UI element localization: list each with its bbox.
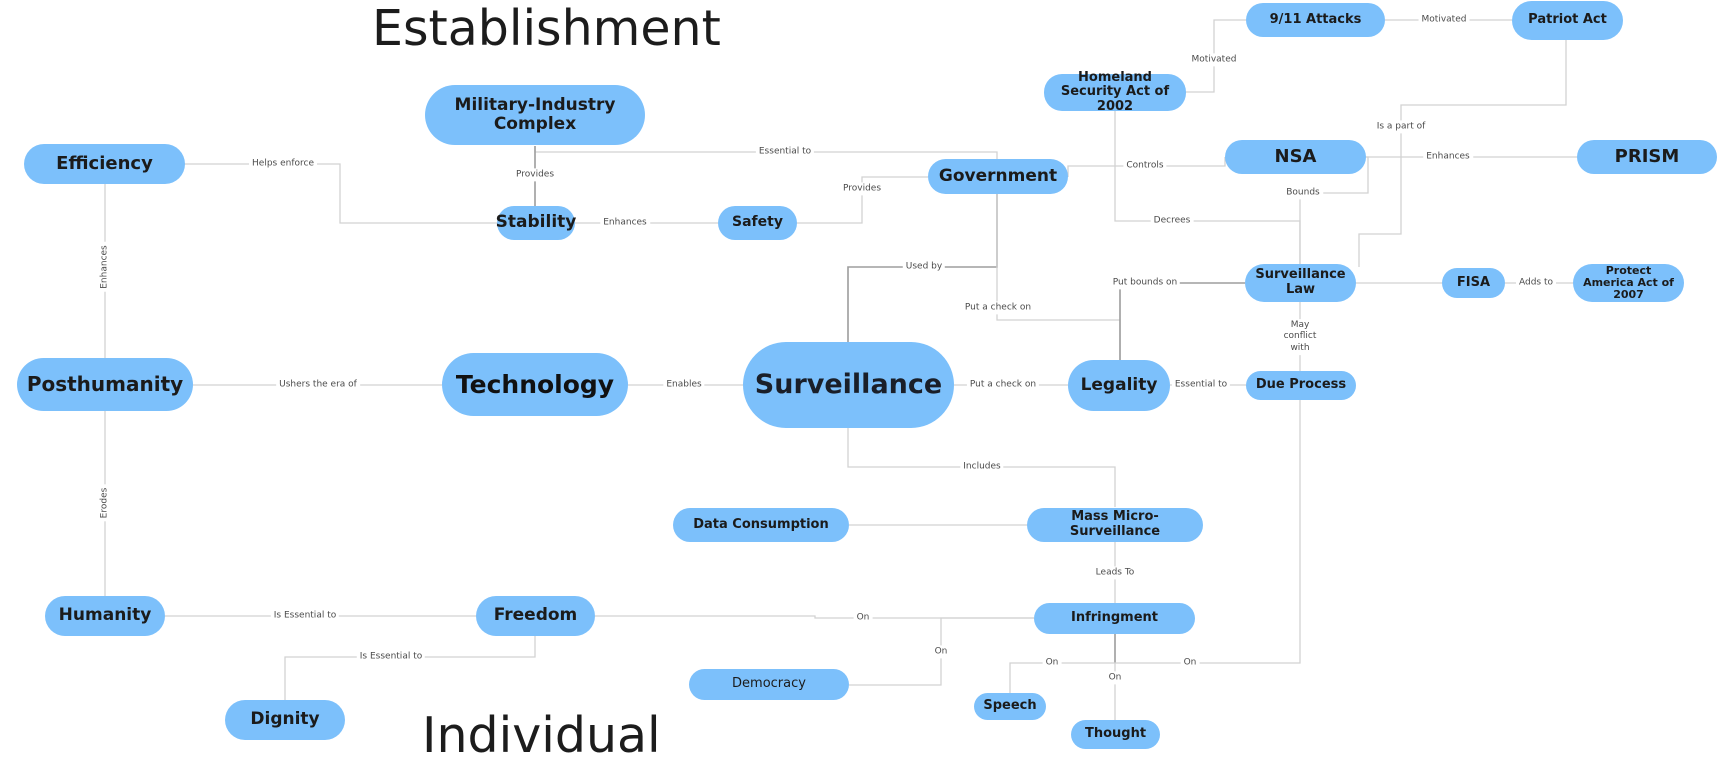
- node-military-industry-complex[interactable]: Military-Industry Complex: [425, 85, 645, 145]
- node-homeland-security-act[interactable]: Homeland Security Act of 2002: [1044, 70, 1186, 114]
- node-safety[interactable]: Safety: [718, 206, 797, 240]
- edge-legality-surveillance-law: [1119, 282, 1245, 360]
- node-humanity[interactable]: Humanity: [45, 596, 165, 636]
- node-efficiency[interactable]: Efficiency: [24, 144, 185, 184]
- node-protect-america-act[interactable]: Protect America Act of 2007: [1573, 264, 1684, 302]
- edge-patriot-surveillance-law: [1358, 40, 1567, 267]
- edge-safety-government: [796, 176, 928, 224]
- edge-label-used-by: Used by: [902, 260, 946, 274]
- edge-label-enables: Enables: [663, 378, 705, 392]
- node-surveillance-law[interactable]: Surveillance Law: [1245, 264, 1356, 302]
- edge-hsa-surveillance-law: [1114, 110, 1301, 264]
- node-infringment[interactable]: Infringment: [1034, 603, 1195, 634]
- edge-label-decrees: Decrees: [1150, 214, 1194, 228]
- node-legality[interactable]: Legality: [1068, 360, 1170, 411]
- edge-label-on: On: [1042, 656, 1062, 670]
- edge-label-enhances: Enhances: [98, 242, 112, 292]
- node-dignity[interactable]: Dignity: [225, 700, 345, 740]
- edge-label-on: On: [1105, 671, 1125, 685]
- node-technology[interactable]: Technology: [442, 353, 628, 416]
- edge-label-bounds: Bounds: [1283, 186, 1323, 200]
- edge-nsa-surveillance-law: [1299, 156, 1369, 264]
- node-democracy[interactable]: Democracy: [689, 669, 849, 700]
- edge-label-controls: Controls: [1123, 159, 1167, 173]
- node-prism[interactable]: PRISM: [1577, 140, 1717, 174]
- node-patriot-act[interactable]: Patriot Act: [1512, 1, 1623, 40]
- edge-label-essential-to: Essential to: [755, 145, 815, 159]
- edge-label-motivated: Motivated: [1188, 53, 1240, 67]
- individual-heading: Individual: [422, 707, 661, 764]
- edge-label-adds-to: Adds to: [1515, 276, 1557, 290]
- edge-label-on: On: [1180, 656, 1200, 670]
- edge-label-leads-to: Leads To: [1092, 566, 1138, 580]
- edge-label-provides: Provides: [839, 182, 885, 196]
- edge-label-enhances: Enhances: [1423, 150, 1473, 164]
- edge-freedom-infringment: [595, 615, 1034, 619]
- node-data-consumption[interactable]: Data Consumption: [673, 508, 849, 542]
- establishment-heading: Establishment: [372, 0, 721, 57]
- node-speech[interactable]: Speech: [974, 693, 1046, 720]
- edge-label-provides: Provides: [512, 168, 558, 182]
- edge-label-may-conflict-with: May conflict with: [1271, 319, 1329, 355]
- edge-label-enhances: Enhances: [600, 216, 650, 230]
- node-due-process[interactable]: Due Process: [1246, 371, 1356, 400]
- edge-efficiency-stability: [183, 163, 497, 224]
- edge-label-put-a-check-on: Put a check on: [961, 301, 1035, 315]
- node-freedom[interactable]: Freedom: [476, 596, 595, 636]
- edge-label-on: On: [853, 611, 873, 625]
- edge-label-motivated: Motivated: [1418, 13, 1470, 27]
- edge-label-erodes: Erodes: [98, 484, 112, 522]
- edge-label-helps-enforce: Helps enforce: [249, 157, 317, 171]
- edge-label-essential-to: Essential to: [1171, 378, 1231, 392]
- edge-government-legality: [996, 194, 1121, 360]
- edge-label-is-a-part-of: Is a part of: [1373, 120, 1429, 134]
- edge-infringment-due-process: [1115, 400, 1301, 664]
- node-911-attacks[interactable]: 9/11 Attacks: [1246, 3, 1385, 37]
- node-mass-micro-surveillance[interactable]: Mass Micro-Surveillance: [1027, 508, 1203, 542]
- node-thought[interactable]: Thought: [1071, 720, 1160, 749]
- edge-label-put-bounds-on: Put bounds on: [1109, 276, 1181, 290]
- edge-label-on: On: [931, 645, 951, 659]
- edge-label-is-essential-to: Is Essential to: [270, 609, 340, 623]
- node-surveillance[interactable]: Surveillance: [743, 342, 954, 428]
- edge-label-ushers-the-era-of: Ushers the era of: [276, 378, 360, 392]
- node-stability[interactable]: Stability: [496, 206, 576, 240]
- node-fisa[interactable]: FISA: [1442, 268, 1505, 298]
- node-nsa[interactable]: NSA: [1225, 140, 1366, 174]
- node-posthumanity[interactable]: Posthumanity: [17, 358, 193, 411]
- edge-label-includes: Includes: [960, 460, 1004, 474]
- edge-freedom-dignity: [284, 636, 536, 700]
- edge-infringment-speech: [1009, 662, 1115, 693]
- edge-label-is-essential-to: Is Essential to: [356, 650, 426, 664]
- node-government[interactable]: Government: [928, 159, 1068, 194]
- edge-label-put-a-check-on: Put a check on: [966, 378, 1040, 392]
